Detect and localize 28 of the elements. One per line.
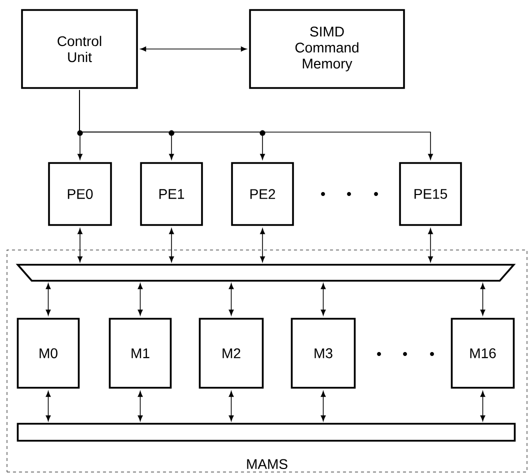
block-box: Control Unit bbox=[21, 9, 138, 89]
arrow bbox=[78, 228, 82, 262]
block-box: SIMD Command Memory bbox=[249, 9, 405, 89]
arrow bbox=[428, 228, 433, 262]
block-box: M16 bbox=[450, 318, 515, 389]
bus-bar bbox=[16, 422, 516, 442]
block-box: PE0 bbox=[48, 162, 112, 226]
block-box: PE1 bbox=[140, 162, 203, 226]
block-box: M1 bbox=[108, 318, 172, 389]
arrow bbox=[320, 391, 326, 422]
arrow bbox=[138, 283, 143, 316]
block-box: M3 bbox=[290, 318, 356, 389]
arrow bbox=[46, 283, 51, 316]
arrow bbox=[480, 391, 486, 422]
block-box: PE15 bbox=[399, 162, 462, 226]
arrow bbox=[480, 283, 486, 316]
arrow bbox=[169, 228, 174, 262]
arrow bbox=[138, 391, 143, 422]
arrow bbox=[140, 46, 247, 52]
arrow bbox=[228, 391, 234, 422]
block-box: PE2 bbox=[231, 162, 294, 226]
arrow bbox=[320, 283, 326, 316]
arrow bbox=[260, 228, 265, 262]
block-box: M2 bbox=[198, 318, 264, 389]
arrow bbox=[46, 391, 51, 422]
arrow bbox=[79, 90, 433, 160]
arrow bbox=[228, 283, 234, 316]
block-box: M0 bbox=[16, 318, 80, 389]
